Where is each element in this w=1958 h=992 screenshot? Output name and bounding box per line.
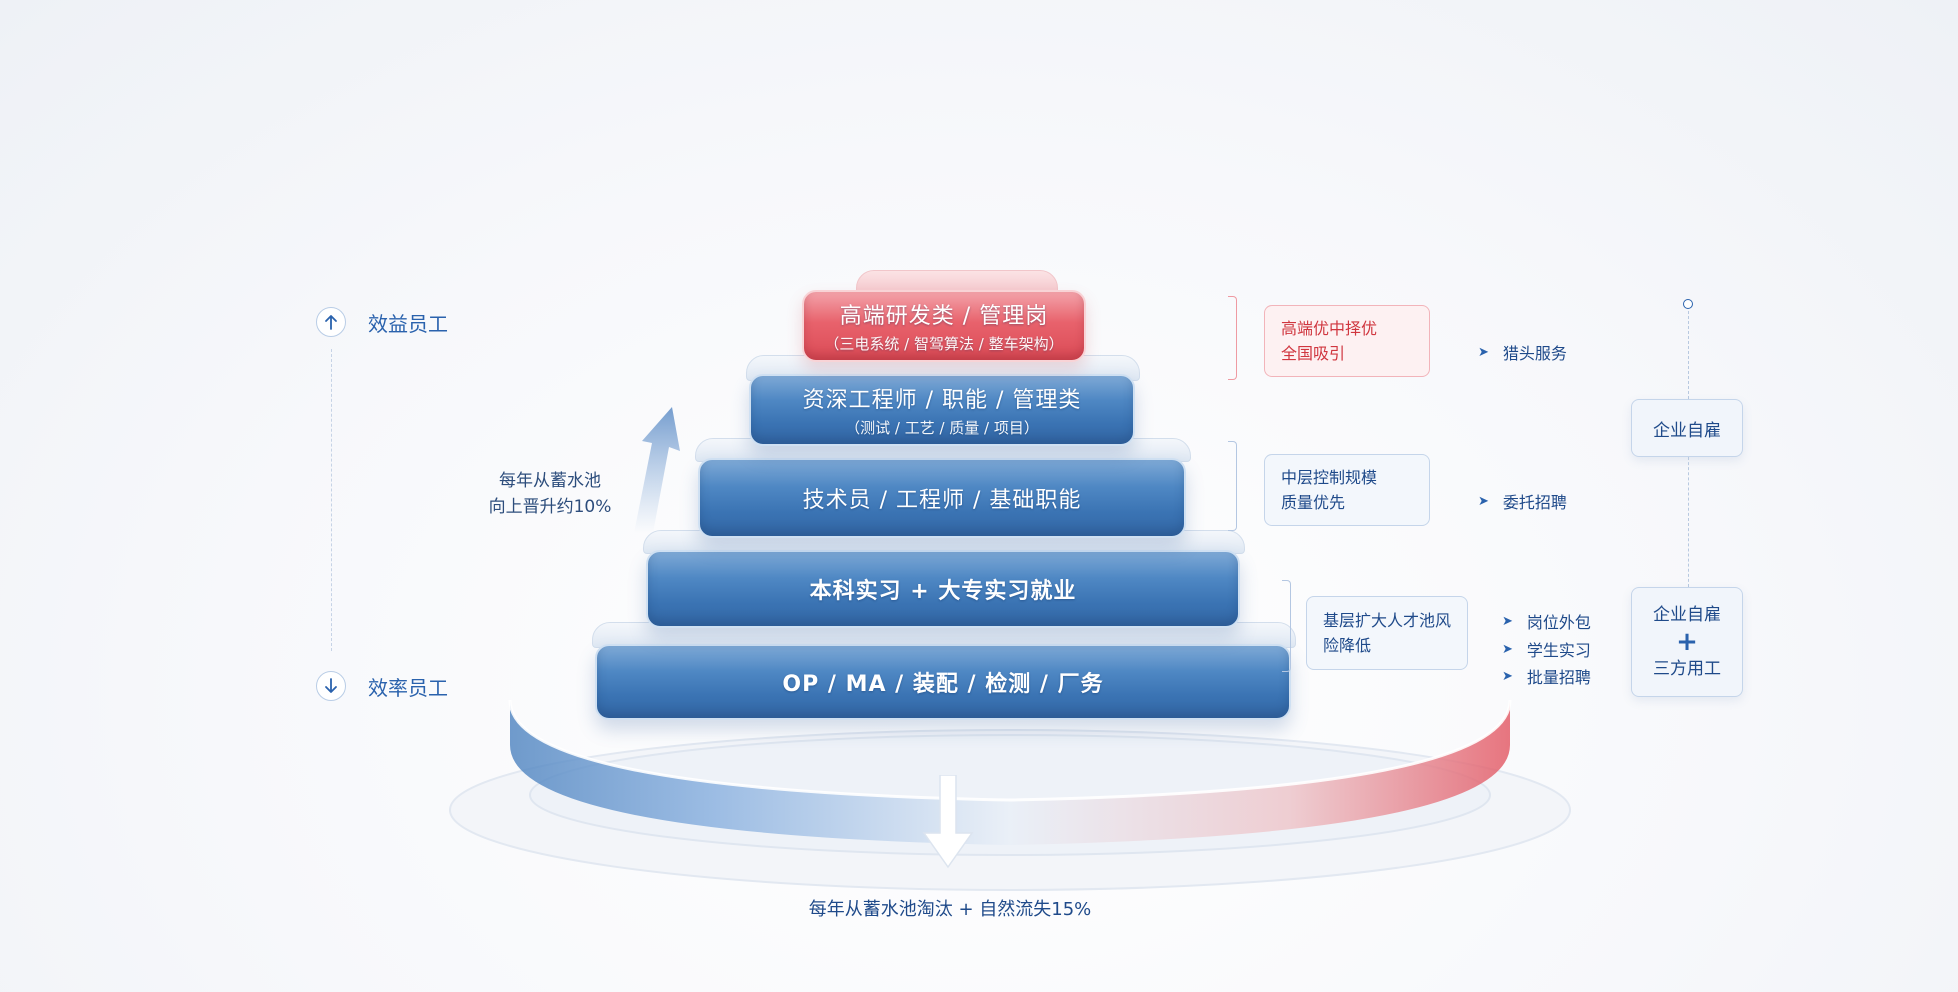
promotion-note-line-1: 每年从蓄水池 [499,471,601,491]
strategy-box-bottom: 基层扩大人才池风 险降低 [1306,596,1468,670]
timeline-dot-icon [1683,299,1693,309]
attrition-note: 每年从蓄水池淘汰 + 自然流失15% [808,899,1092,920]
timeline-line-2 [1688,457,1689,587]
arrow-up-icon [316,307,346,337]
channel-entrusted-label: 委托招聘 [1502,493,1567,512]
chevron-right-icon: ➤ [1502,613,1513,629]
channel-entrusted: ➤ 委托招聘 [1478,489,1567,513]
tier-4-title: 本科实习 + 大专实习就业 [809,579,1077,604]
promotion-note: 每年从蓄水池 向上晋升约10% [470,468,630,520]
strategy-middle-line-2: 质量优先 [1281,493,1346,512]
pyramid-base [449,699,1571,891]
strategy-box-top: 高端优中择优 全国吸引 [1264,305,1430,377]
strategy-bottom-line-2: 险降低 [1323,636,1372,655]
employment-box-self: 企业自雇 [1631,399,1743,457]
chevron-right-icon: ➤ [1502,668,1513,684]
employment-mixed-plus: + [1676,627,1698,657]
tier-1-title: 高端研发类 / 管理岗 [839,304,1049,329]
tier-2-title: 资深工程师 / 职能 / 管理类 [802,388,1082,413]
promotion-arrow-icon [634,407,680,533]
employment-mixed-line-2: 三方用工 [1653,659,1721,679]
tier-3: 技术员 / 工程师 / 基础职能 [698,458,1186,538]
channel-outsourcing: ➤ 岗位外包 [1502,609,1591,633]
tier-2-subtitle: （测试 / 工艺 / 质量 / 项目） [845,419,1039,437]
tier-3-title: 技术员 / 工程师 / 基础职能 [802,488,1082,513]
strategy-box-middle: 中层控制规模 质量优先 [1264,454,1430,526]
channel-outsourcing-label: 岗位外包 [1526,613,1591,632]
tier-5: OP / MA / 装配 / 检测 / 厂务 [595,644,1291,720]
channel-batch: ➤ 批量招聘 [1502,664,1591,688]
chevron-right-icon: ➤ [1478,344,1489,360]
tier-2: 资深工程师 / 职能 / 管理类 （测试 / 工艺 / 质量 / 项目） [749,374,1135,446]
bracket-top [1228,296,1237,380]
bracket-middle [1228,441,1237,531]
employment-box-mixed: 企业自雇 + 三方用工 [1631,587,1743,697]
strategy-top-line-1: 高端优中择优 [1281,319,1378,338]
chevron-right-icon: ➤ [1478,493,1489,509]
channel-headhunter-label: 猎头服务 [1502,344,1567,363]
strategy-bottom-line-1: 基层扩大人才池风 [1323,611,1452,630]
employment-mixed-line-1: 企业自雇 [1653,605,1721,625]
tier-1: 高端研发类 / 管理岗 （三电系统 / 智驾算法 / 整车架构） [802,290,1086,362]
strategy-middle-line-1: 中层控制规模 [1281,468,1378,487]
channel-internship: ➤ 学生实习 [1502,637,1591,661]
channel-headhunter: ➤ 猎头服务 [1478,340,1567,364]
channel-batch-label: 批量招聘 [1526,668,1591,687]
axis-dashed-line [331,349,332,651]
top-axis-label: 效益员工 [368,312,448,336]
arrow-down-icon [316,671,346,701]
strategy-top-line-2: 全国吸引 [1281,344,1346,363]
channel-internship-label: 学生实习 [1526,641,1591,660]
attrition-arrow-icon [922,775,974,869]
employment-self-label: 企业自雇 [1653,420,1721,441]
bottom-axis-label: 效率员工 [368,676,448,700]
bracket-bottom [1282,580,1291,672]
tier-1-subtitle: （三电系统 / 智驾算法 / 整车架构） [824,335,1064,353]
chevron-right-icon: ➤ [1502,641,1513,657]
tier-4: 本科实习 + 大专实习就业 [646,550,1240,628]
timeline-line [1688,311,1689,399]
promotion-note-line-2: 向上晋升约10% [488,497,612,517]
tier-5-title: OP / MA / 装配 / 检测 / 厂务 [782,672,1104,697]
